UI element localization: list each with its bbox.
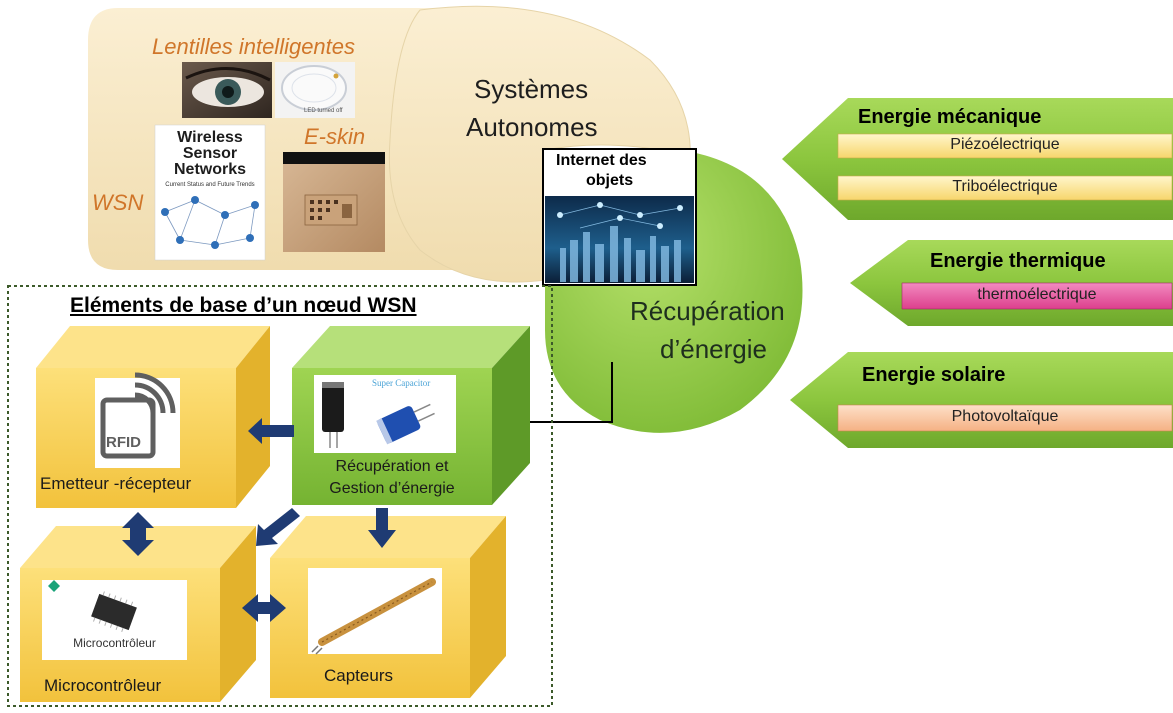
wsn-label: WSN: [92, 190, 144, 215]
power-label-line2: Gestion d’énergie: [329, 480, 455, 497]
tribo-label: Triboélectrique: [952, 178, 1058, 195]
chip-caption: Microcontrôleur: [73, 636, 156, 650]
power-label-line1: Récupération et: [335, 458, 449, 475]
piezo-label: Piézoélectrique: [950, 136, 1060, 153]
thermo-label: thermoélectrique: [977, 286, 1097, 303]
band-mechanical: [782, 98, 1173, 220]
wsn-book-subtitle: Current Status and Future Trends: [165, 182, 255, 188]
microcontroller-label: Microcontrôleur: [44, 676, 162, 695]
rfid-label: RFID: [106, 434, 141, 451]
energy-harvesting-line2: d’énergie: [660, 334, 767, 364]
smart-lenses-title: Lentilles intelligentes: [152, 34, 356, 59]
supercapacitor-image: [314, 375, 456, 453]
arrow-microcontroller-sensors: [242, 594, 286, 622]
supercapacitor-label: Super Capacitor: [372, 378, 431, 388]
bar-pv: [837, 404, 1173, 432]
iot-title-line1: Internet des: [556, 152, 647, 169]
flex-sensor-image: [308, 568, 442, 655]
pv-label: Photovoltaïque: [951, 408, 1059, 425]
autonomous-systems-line2: Autonomes: [466, 112, 598, 142]
eskin-image: [283, 152, 385, 252]
iot-image: [542, 148, 697, 286]
sensors-label: Capteurs: [324, 666, 393, 685]
bar-thermo: [901, 282, 1173, 310]
bar-tribo: [837, 175, 1173, 201]
microcontroller-chip-image: [42, 580, 187, 660]
bar-piezo: [837, 133, 1173, 159]
mechanical-energy-title: Energie mécanique: [858, 106, 1042, 128]
solar-energy-title: Energie solaire: [862, 364, 1006, 386]
wsn-node-frame: [7, 285, 553, 707]
thermal-energy-title: Energie thermique: [930, 250, 1106, 272]
band-solar: [790, 352, 1173, 448]
arrow-power-to-microcontroller: [256, 508, 300, 546]
transceiver-label: Emetteur -récepteur: [40, 474, 192, 493]
wsn-book-cover: [154, 124, 266, 261]
rfid-icon: [95, 372, 180, 468]
arrow-power-to-transceiver: [248, 418, 294, 444]
wsn-book-title: Wireless Sensor Networks: [173, 129, 247, 178]
smart-lens-eye-image: [182, 62, 272, 118]
autonomous-systems-line1: Systèmes: [474, 74, 589, 104]
energy-harvesting-line1: Récupération: [630, 296, 785, 326]
band-thermal: [850, 240, 1173, 326]
smart-lens-contact-image: [275, 62, 355, 118]
wsn-node-title: Eléments de base d’un nœud WSN: [70, 294, 417, 317]
arrow-transceiver-microcontroller: [122, 512, 154, 556]
arrow-power-to-sensors: [368, 508, 396, 548]
iot-title-line2: objets: [586, 172, 634, 189]
eskin-label: E-skin: [304, 124, 366, 149]
harvesting-connector-line: [508, 362, 613, 423]
arrows: [122, 418, 396, 622]
led-caption: LED turned off: [304, 108, 343, 114]
